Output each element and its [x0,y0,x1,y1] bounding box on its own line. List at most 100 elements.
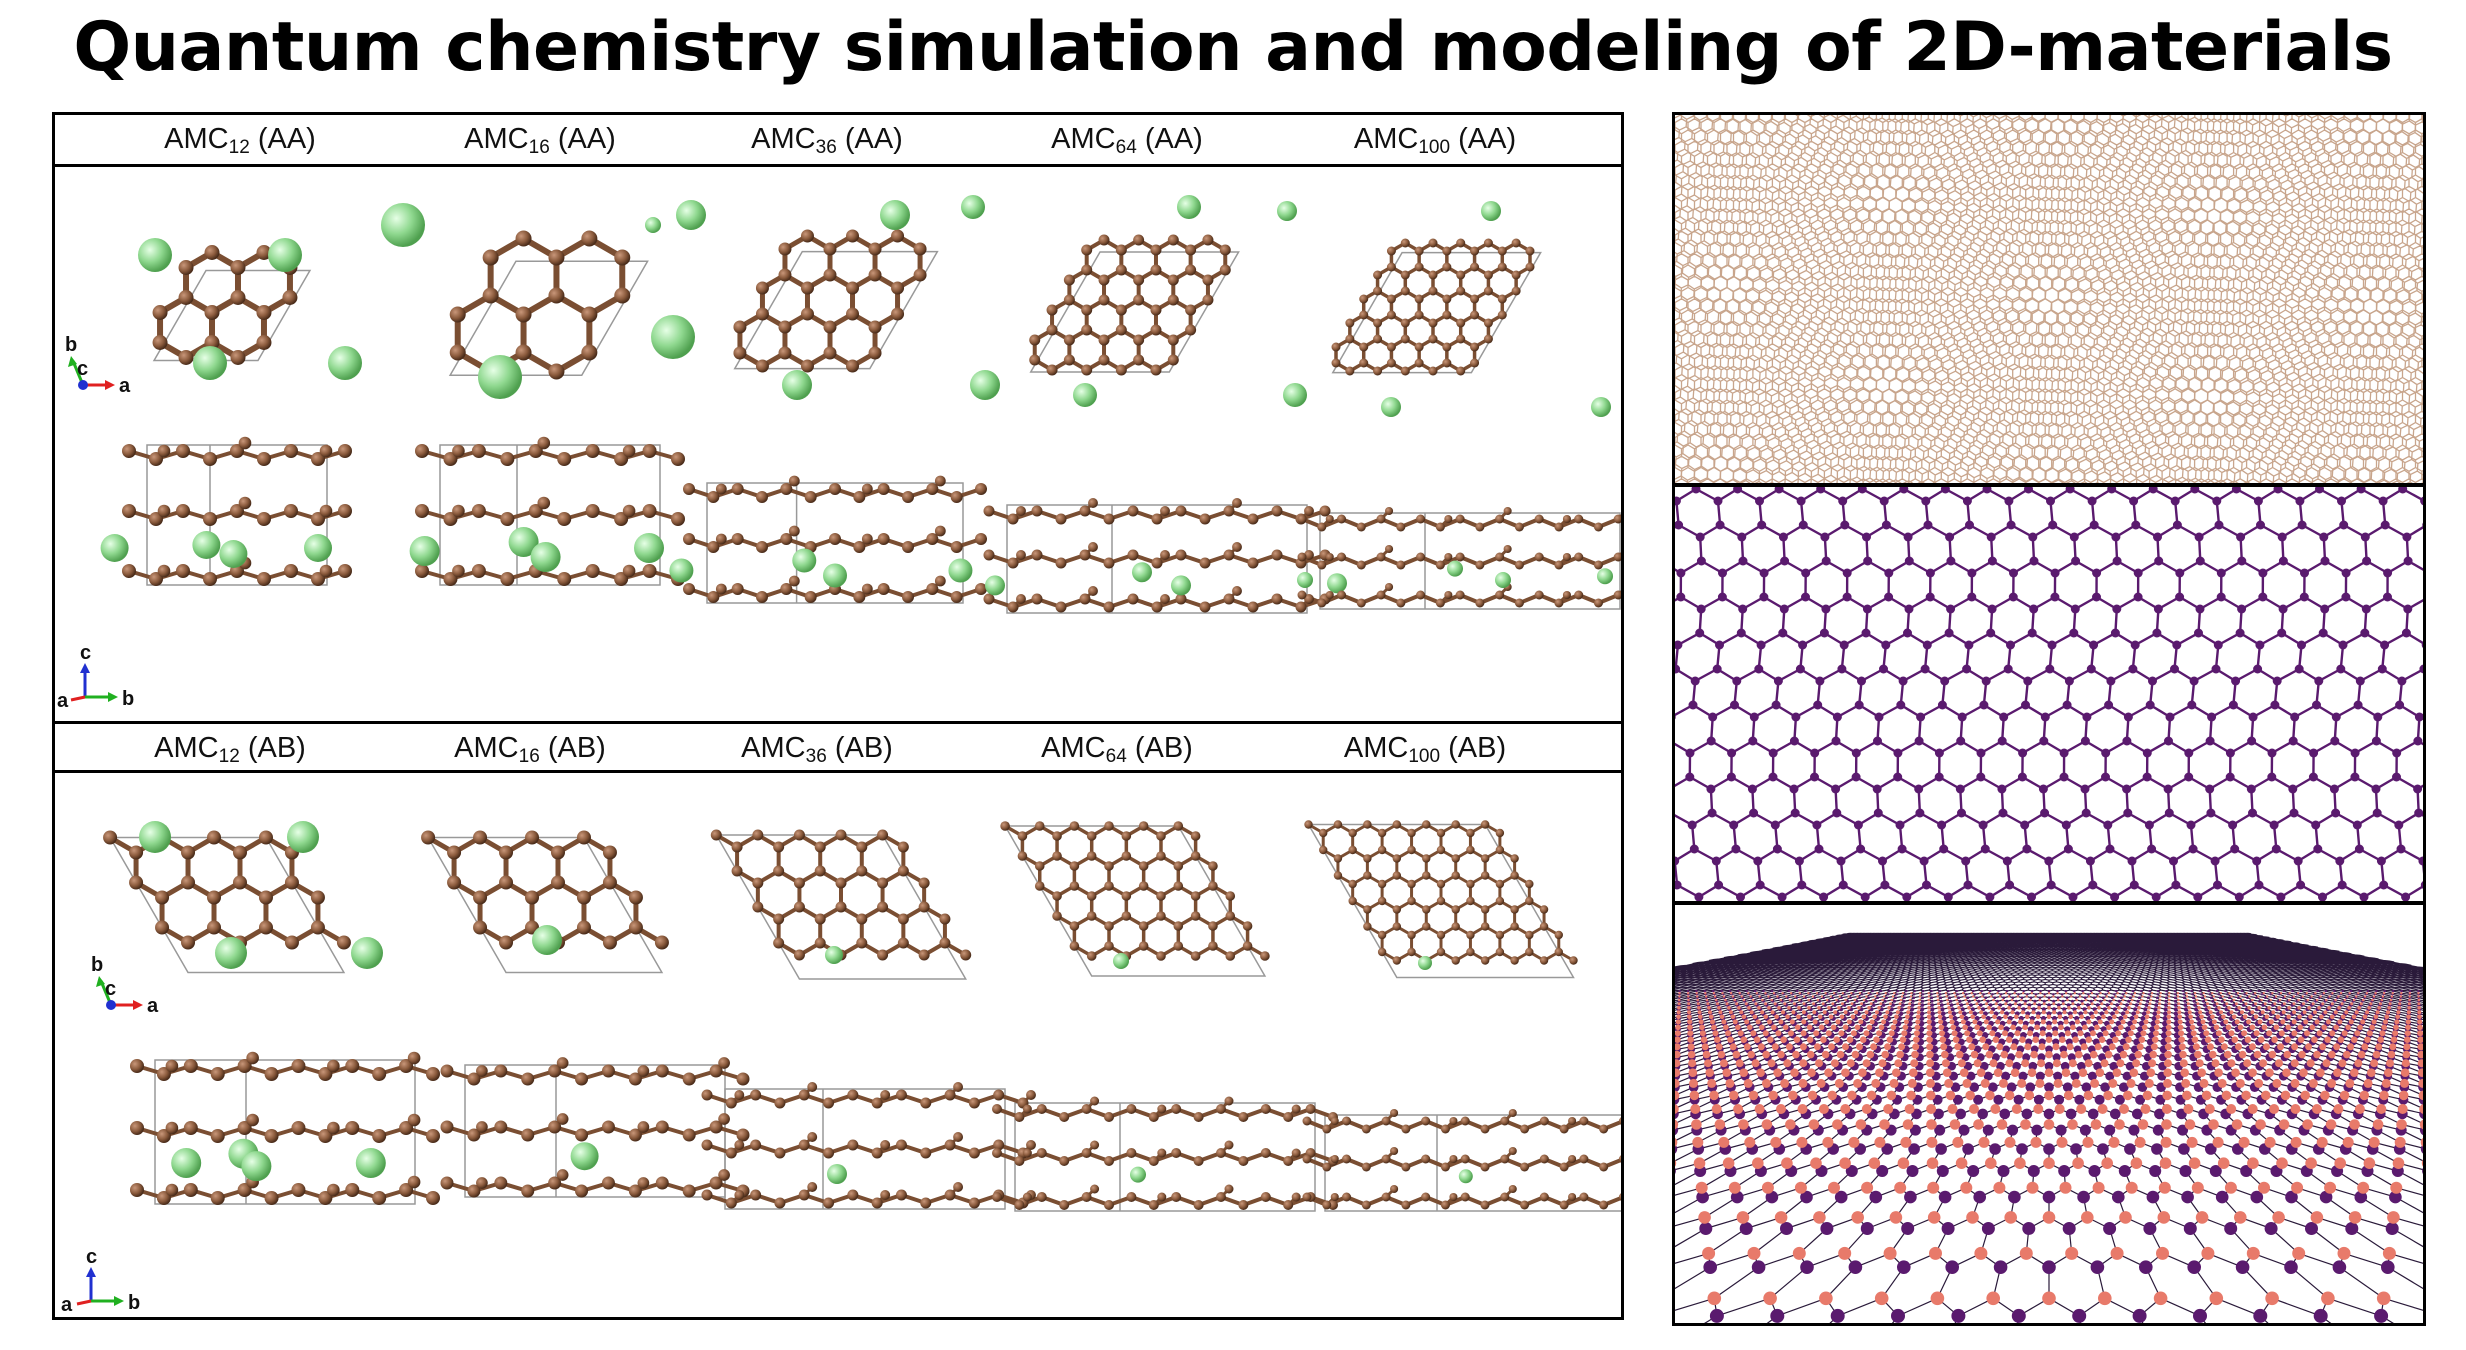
carbon-atom [877,901,889,913]
carbon-atom [1466,930,1475,940]
carbon-atom [447,845,462,860]
carbon-atom [1081,1104,1092,1114]
metal-ion [961,195,985,219]
carbon-atom [473,890,488,905]
carbon-atom [750,1139,762,1151]
carbon-atom [1363,871,1372,880]
axis-label-b: b [91,954,103,976]
carbon-atom [557,512,572,526]
carbon-atom [731,583,744,595]
carbon-atom [1359,294,1369,304]
carbon-atom [548,1064,562,1078]
carbon-atom [1451,854,1460,863]
carbon-atom [1271,505,1283,517]
carbon-atom [1574,590,1584,600]
metal-ion [478,355,522,399]
carbon-atom [1126,1148,1137,1158]
carbon-atom [871,1097,883,1109]
carbon-atom [709,1064,723,1078]
carbon-atom [895,1139,907,1151]
carbon-atom [628,890,643,905]
carbon-atom [318,1067,333,1081]
metal-ion [1297,572,1313,588]
carbon-atom [968,1147,980,1159]
carbon-atom [1500,1154,1510,1164]
axis-label-c: c [86,1246,97,1268]
carbon-atom [1377,879,1387,889]
carbon-atom [1022,1192,1032,1202]
carbon-atom [1007,601,1019,613]
carbon-atom [1470,342,1480,352]
carbon-atom [284,444,298,458]
carbon-atom [800,359,814,373]
carbon-atom [1497,246,1507,256]
carbon-atom [780,483,793,495]
carbon-atom [1497,262,1507,272]
carbon-atom [183,1121,198,1135]
carbon-atom [1148,1112,1159,1122]
carbon-atom [1185,264,1197,276]
carbon-atom [585,564,600,578]
carbon-atom [165,1183,179,1197]
carbon-atom [891,281,905,295]
carbon-atom [1283,1156,1294,1166]
carbon-atom [926,533,939,545]
carbon-atom [778,242,792,256]
carbon-atom [1613,552,1621,562]
carbon-atom [1216,1148,1226,1158]
metal-ion [193,346,227,380]
carbon-atom [556,1057,569,1069]
carbon-atom [1422,820,1431,829]
carbon-atom [1392,956,1402,965]
metal-ion [287,821,319,853]
carbon-atom [1579,1192,1589,1202]
carbon-atom [1283,1112,1294,1122]
carbon-atom [1297,552,1307,562]
carbon-atom [731,483,744,495]
metal-ion [651,315,695,359]
carbon-atom [525,830,540,845]
carbon-atom [1363,905,1372,914]
carbon-atom [1455,514,1465,524]
carbon-atom [642,564,657,578]
carbon-atom [232,875,247,890]
carbon-atom [1156,911,1166,921]
carbon-atom [1148,1156,1159,1166]
carbon-atom [1325,514,1334,524]
carbon-atom [1442,342,1452,352]
metal-ion [100,534,129,562]
carbon-atom [415,444,429,458]
carbon-atom [1322,1200,1332,1210]
carbon-atom [1359,358,1369,368]
carbon-atom [246,1113,259,1127]
carbon-atom [1104,1112,1114,1122]
carbon-atom [778,346,792,360]
carbon-atom [1098,234,1110,246]
carbon-atom [1440,1124,1450,1134]
carbon-atom [528,504,543,518]
carbon-atom [1098,274,1110,286]
carbon-atom [1014,1156,1025,1166]
carbon-atom [1081,264,1093,276]
carbon-atom [628,1184,642,1198]
axis-label-a: a [119,375,131,397]
carbon-atom [237,1059,252,1073]
metal-ion [304,534,332,562]
carbon-atom [902,491,914,503]
carbon-atom [129,875,144,890]
carbon-atom [1508,1108,1517,1118]
carbon-atom [1495,552,1505,562]
carbon-atom [1063,274,1075,286]
carbon-atom [877,583,890,595]
carbon-atom [1568,1116,1577,1126]
carbon-atom [861,583,873,595]
carbon-atom [1470,294,1480,304]
graphene-lattice-panel [1672,112,2426,486]
carbon-atom [622,504,636,518]
carbon-atom [310,920,325,935]
carbon-atom [1508,1184,1517,1194]
carbon-atom [1317,560,1327,570]
carbon-atom [1055,557,1067,569]
carbon-atom [575,1128,589,1142]
carbon-atom [291,1183,306,1197]
